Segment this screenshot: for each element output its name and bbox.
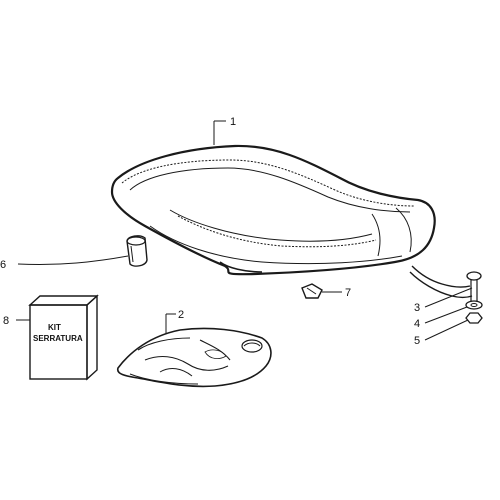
washer (465, 300, 483, 310)
callout-1-label: 1 (230, 116, 236, 128)
seat (110, 144, 436, 276)
callout-5-leader (424, 319, 469, 341)
callout-3-leader (424, 287, 473, 308)
rubber-buffer (126, 235, 148, 267)
hinge-bracket (409, 265, 473, 299)
hinge-bolt (466, 271, 482, 302)
callout-2-label: 2 (178, 309, 184, 321)
callout-4-leader (424, 306, 468, 324)
callout-6-label: 6 (0, 259, 6, 271)
callout-5-label: 5 (414, 335, 420, 347)
seat-cover (116, 327, 272, 388)
hex-nut (465, 312, 483, 324)
callout-8-label: 8 (3, 315, 9, 327)
callout-4-label: 4 (414, 318, 420, 330)
callout-7-label: 7 (345, 287, 351, 299)
kit-box-label-line1: KIT (48, 323, 61, 332)
lock-kit-box: KIT SERRATURA (28, 294, 99, 381)
callout-3-label: 3 (414, 302, 420, 314)
kit-box-label-line2: SERRATURA (33, 334, 83, 343)
callout-6-leader (17, 255, 129, 266)
seat-clip (301, 283, 323, 299)
